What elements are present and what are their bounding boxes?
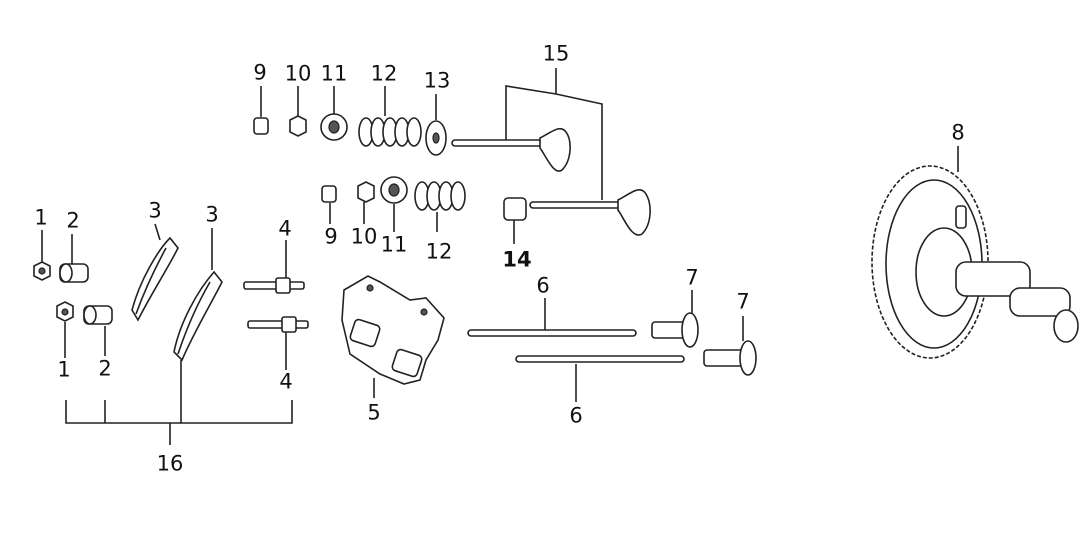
part-14-valve-seal [503, 197, 527, 244]
callout-7-upper: 7 [685, 265, 699, 290]
callout-2-lower: 2 [98, 356, 112, 381]
part-3-rocker-arm-right [173, 228, 223, 362]
callout-10-upper: 10 [284, 61, 312, 86]
part-12-valve-spring-upper [358, 86, 422, 147]
part-7-tappet-lower [703, 316, 757, 376]
callout-3-right: 3 [205, 202, 219, 227]
part-9-valve-cap-lower [321, 185, 337, 224]
part-12-valve-spring-lower [414, 181, 466, 232]
callout-3-left: 3 [148, 198, 162, 223]
callout-9-upper: 9 [253, 60, 267, 85]
part-4-stud-upper [243, 240, 305, 294]
callout-2-upper: 2 [66, 208, 80, 233]
callout-16: 16 [156, 451, 184, 476]
part-15-leader [505, 68, 603, 200]
part-6-pushrod-lower [515, 355, 685, 402]
part-11-spring-seat-lower [380, 176, 408, 232]
part-5-guide-plate [341, 275, 445, 398]
callout-1-lower: 1 [57, 357, 71, 382]
callout-11-upper: 11 [320, 61, 348, 86]
callout-12-upper: 12 [370, 61, 398, 86]
callout-12-lower: 12 [425, 239, 453, 264]
callout-8: 8 [951, 120, 965, 145]
callout-4-lower: 4 [279, 369, 293, 394]
part-1-nut-lower [56, 301, 74, 358]
callout-4-upper: 4 [278, 216, 292, 241]
part-13-washer [425, 94, 447, 156]
part-15-valve-upper [451, 127, 571, 172]
callout-14: 14 [502, 247, 532, 272]
callout-6-upper: 6 [536, 273, 550, 298]
callout-15: 15 [542, 41, 570, 66]
part-15-valve-lower [529, 189, 651, 236]
part-2-pivot-lower [83, 305, 113, 356]
part-9-valve-cap-upper [253, 86, 269, 135]
assembly-16-bracket [65, 360, 293, 445]
callout-10-lower: 10 [350, 224, 378, 249]
callout-7-lower: 7 [736, 289, 750, 314]
part-4-stud-lower [247, 316, 309, 370]
part-3-rocker-arm-left [131, 223, 179, 322]
callout-5: 5 [367, 400, 381, 425]
part-1-nut-upper [33, 230, 51, 281]
part-10-retainer-lower [357, 181, 375, 224]
callout-9-lower: 9 [324, 224, 338, 249]
callout-1-upper: 1 [34, 205, 48, 230]
part-2-pivot-upper [59, 234, 89, 283]
part-10-retainer-upper [289, 86, 307, 137]
part-6-pushrod-upper [467, 298, 637, 337]
part-8-camshaft-gear [871, 146, 1079, 359]
callout-11-lower: 11 [380, 232, 408, 257]
part-11-spring-seat-upper [320, 86, 348, 141]
part-7-tappet-upper [651, 290, 699, 348]
callout-6-lower: 6 [569, 403, 583, 428]
callout-13: 13 [423, 68, 451, 93]
